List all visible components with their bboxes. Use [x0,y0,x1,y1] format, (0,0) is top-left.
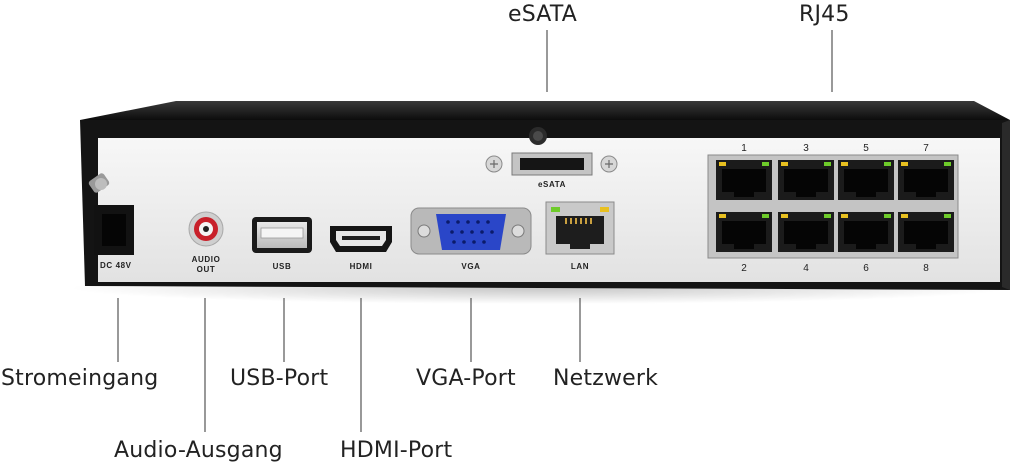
rj45-port [838,160,894,200]
chassis-top [80,101,1010,120]
audio-label-line1: AUDIO [192,255,221,264]
rj45-port-number: 5 [863,143,869,154]
lan-port: LAN [545,201,615,271]
callout-power-input: Stromeingang [1,366,159,391]
rj45-port-block: 1 3 5 7 2 4 6 8 [707,143,959,274]
lan-led-green [551,207,560,212]
rj45-port-number: 3 [803,143,809,154]
lan-label: LAN [571,262,589,271]
rj45-port-number: 8 [923,263,929,274]
hdmi-label: HDMI [350,262,373,271]
top-screw [529,127,547,145]
lan-led-yellow [600,207,609,212]
callout-vga-port: VGA-Port [416,366,516,391]
usb-label: USB [273,262,292,271]
esata-port: eSATA [485,152,618,189]
callout-lines [117,30,833,432]
dc-power-jack: DC 48V [94,205,134,270]
callout-hdmi-port: HDMI-Port [340,438,453,463]
chassis-right-edge [1002,120,1010,290]
vga-port: VGA [410,207,532,271]
rj45-port [898,212,954,252]
rj45-port [898,160,954,200]
hdmi-port: HDMI [330,226,392,271]
rj45-port [778,160,834,200]
rj45-port [778,212,834,252]
rj45-port [716,160,772,200]
callout-usb-port: USB-Port [230,366,329,391]
rj45-port-number: 6 [863,263,869,274]
esata-label: eSATA [538,180,566,189]
callout-rj45: RJ45 [799,2,850,27]
callout-esata: eSATA [508,2,578,27]
rj45-port-number: 7 [923,143,929,154]
dc-label: DC 48V [100,261,132,270]
usb-port: USB [252,217,312,271]
callout-network: Netzwerk [553,366,659,391]
audio-out-jack: AUDIO OUT [188,211,224,274]
rj45-port-number: 4 [803,263,809,274]
rj45-port [838,212,894,252]
callout-audio-output: Audio-Ausgang [114,438,283,463]
vga-label: VGA [461,262,480,271]
rj45-port-number: 1 [741,143,747,154]
rj45-port [716,212,772,252]
rj45-port-number: 2 [741,263,747,274]
audio-label-line2: OUT [197,265,216,274]
ground-screw [88,173,110,193]
